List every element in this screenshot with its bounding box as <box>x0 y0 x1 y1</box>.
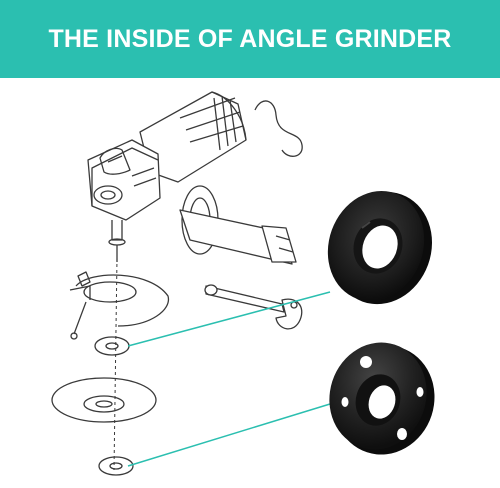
assembly-axis <box>113 257 118 471</box>
inner-flange-photo <box>327 190 433 305</box>
grinding-disc <box>51 377 157 423</box>
angle-grinder-body <box>87 91 303 262</box>
outer-flange-nut-photo <box>329 342 435 455</box>
side-handle <box>179 185 297 265</box>
banner-title: THE INSIDE OF ANGLE GRINDER <box>48 24 452 53</box>
exploded-view-illustration <box>51 91 435 476</box>
spanner-wrench <box>204 284 303 330</box>
inner-flange <box>94 336 130 356</box>
callout-line-lower <box>127 403 331 467</box>
callout-line-upper <box>127 291 331 347</box>
title-banner: THE INSIDE OF ANGLE GRINDER <box>0 0 500 78</box>
outer-lock-nut <box>98 456 134 476</box>
wheel-guard <box>69 271 170 340</box>
